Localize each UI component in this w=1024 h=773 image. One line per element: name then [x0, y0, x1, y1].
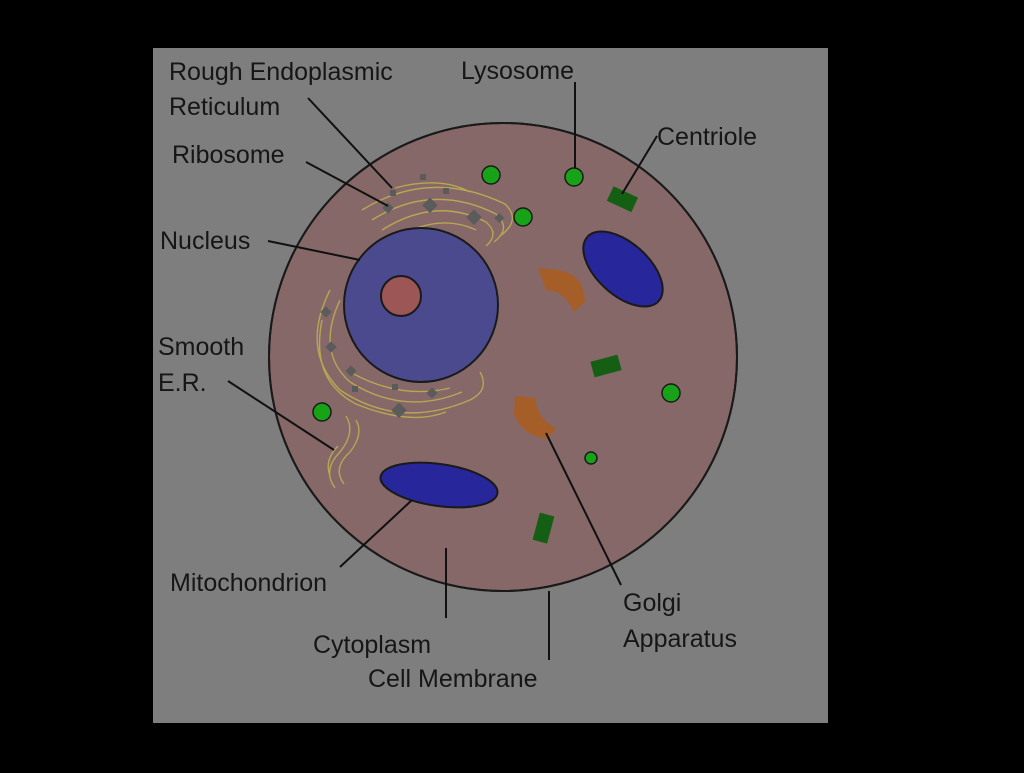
- label-smooth-er-line1: Smooth: [158, 333, 244, 361]
- labels: Rough Endoplasmic Reticulum Ribosome Nuc…: [158, 57, 757, 693]
- label-smooth-er-line2: E.R.: [158, 369, 207, 397]
- label-nucleus: Nucleus: [160, 227, 250, 255]
- centriole: [590, 354, 622, 378]
- rough-er-membrane: [316, 289, 484, 414]
- label-golgi-line1: Golgi: [623, 589, 681, 617]
- ribosome-dot: [325, 341, 337, 353]
- rough-er-membrane: [318, 319, 447, 419]
- nucleus: [343, 227, 499, 383]
- lysosome: [481, 165, 501, 185]
- lysosome: [584, 451, 598, 465]
- label-lysosome: Lysosome: [461, 57, 574, 85]
- label-centriole: Centriole: [657, 123, 757, 151]
- leader-rough-er: [307, 97, 393, 189]
- ribosome-dot: [494, 213, 505, 223]
- label-ribosome: Ribosome: [172, 141, 285, 169]
- leader-nucleus: [267, 240, 361, 261]
- rough-er-membrane: [329, 299, 463, 403]
- ribosome-dot: [466, 209, 482, 226]
- label-rough-er-line2: Reticulum: [169, 93, 280, 121]
- label-cytoplasm: Cytoplasm: [313, 631, 431, 659]
- lysosome: [513, 207, 533, 227]
- ribosome-dot: [320, 306, 332, 318]
- ribosome-dot: [422, 197, 438, 214]
- nucleolus: [380, 275, 422, 317]
- label-golgi-line2: Apparatus: [623, 625, 737, 653]
- cell-membrane-outline: [268, 122, 738, 592]
- ribosome-dot: [390, 190, 396, 196]
- smooth-er-membrane: [328, 415, 351, 489]
- smooth-er-membrane: [338, 419, 360, 485]
- centrioles: [532, 186, 639, 544]
- rough-er-membrane: [394, 182, 471, 193]
- leader-ribosome: [305, 161, 389, 207]
- ribosome-dot: [426, 387, 438, 399]
- ribosomes: [320, 174, 505, 419]
- centriole: [532, 512, 555, 544]
- ribosome-dot: [443, 188, 449, 194]
- smooth-er-membrane: [327, 445, 339, 477]
- golgi-apparatus-upper: [538, 268, 585, 312]
- leader-centriole: [621, 135, 658, 195]
- label-rough-er-line1: Rough Endoplasmic: [169, 58, 393, 86]
- ribosome-dot: [391, 402, 407, 419]
- lysosomes: [312, 165, 681, 465]
- ribosome-dot: [420, 174, 426, 180]
- rough-endoplasmic-reticulum: [361, 182, 513, 247]
- leader-smooth-er: [227, 380, 335, 451]
- mitochondrion-lower: [379, 461, 499, 509]
- rough-er-membrane: [371, 198, 505, 243]
- lysosome: [661, 383, 681, 403]
- mitochondrion-upper: [582, 230, 664, 308]
- label-cell-membrane: Cell Membrane: [368, 665, 538, 693]
- cell-membrane: [268, 122, 738, 592]
- ribosome-dot: [392, 384, 398, 390]
- smooth-er: [327, 415, 360, 489]
- lysosome: [312, 402, 332, 422]
- leader-lines: [227, 82, 658, 660]
- leader-mitochondrion: [339, 499, 413, 568]
- rough-er-lower: [316, 289, 484, 419]
- label-mitochondrion: Mitochondrion: [170, 569, 327, 597]
- lysosome: [564, 167, 584, 187]
- ribosome-dot: [345, 365, 357, 377]
- leader-golgi: [545, 432, 622, 586]
- golgi-apparatus-lower: [514, 396, 556, 439]
- centriole: [606, 186, 639, 213]
- rough-er-membrane: [349, 371, 451, 393]
- ribosome-dot: [352, 386, 358, 392]
- rough-er-membrane: [381, 210, 494, 247]
